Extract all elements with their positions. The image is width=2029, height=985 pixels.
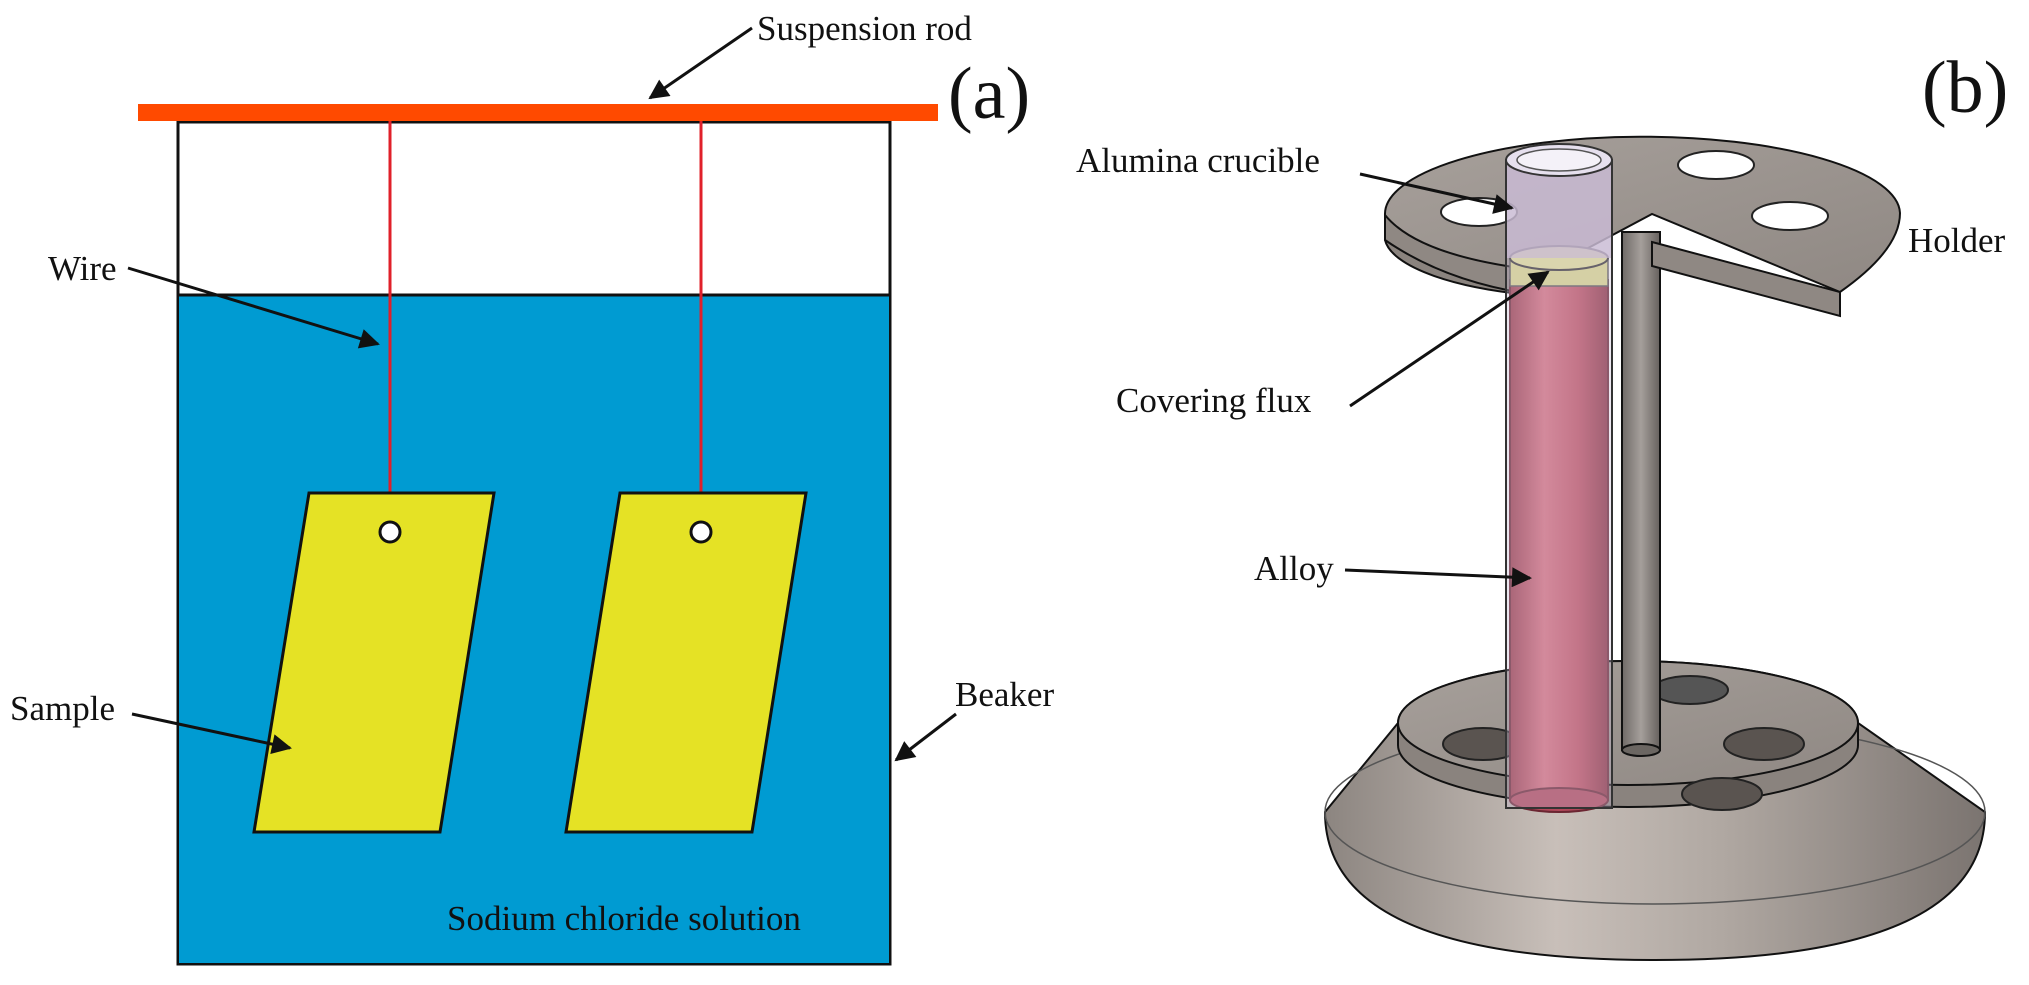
arrow-beaker: [894, 712, 957, 762]
label-alumina-crucible: Alumina crucible: [1076, 141, 1320, 180]
panel-a: Suspension rod (a) Wire Sample Beaker So…: [10, 9, 1054, 966]
arrow-alloy: [1344, 567, 1532, 588]
holder-top-slot-side: [1651, 240, 1841, 318]
top-hole-2: [1751, 201, 1829, 231]
sample-left-hole: [378, 520, 402, 544]
arrow-alumina-crucible: [1359, 172, 1514, 214]
label-holder: Holder: [1908, 221, 2006, 260]
sample-right-hole: [689, 520, 713, 544]
panel-tag-b: (b): [1922, 47, 2008, 129]
panel-b: (b): [1076, 47, 2008, 962]
arrow-wire: [127, 266, 380, 349]
arrow-covering-flux: [1349, 270, 1550, 408]
label-wire: Wire: [48, 249, 117, 288]
sample-left: [252, 491, 496, 834]
label-beaker: Beaker: [955, 675, 1054, 714]
top-hole-1: [1677, 150, 1755, 180]
arrow-sample: [131, 712, 292, 754]
arrow-suspension-rod: [648, 26, 753, 100]
panel-tag-a: (a): [948, 53, 1030, 135]
base-hole-1: [1651, 675, 1729, 705]
label-alloy: Alloy: [1254, 549, 1334, 588]
suspension-rod: [138, 104, 938, 121]
alloy: [1509, 279, 1609, 801]
alumina-crucible: [1505, 159, 1613, 809]
base-hole-2: [1723, 727, 1805, 761]
crucible-inner-rim: [1516, 148, 1602, 172]
label-solution: Sodium chloride solution: [447, 899, 801, 938]
label-sample: Sample: [10, 689, 115, 728]
support-rod-foot: [1621, 743, 1661, 757]
alloy-bottom: [1509, 787, 1609, 813]
sample-right: [564, 491, 808, 834]
holder-support-rod: [1621, 231, 1661, 751]
base-hole-3: [1681, 777, 1763, 811]
label-covering-flux: Covering flux: [1116, 381, 1312, 420]
label-suspension-rod: Suspension rod: [757, 9, 972, 48]
